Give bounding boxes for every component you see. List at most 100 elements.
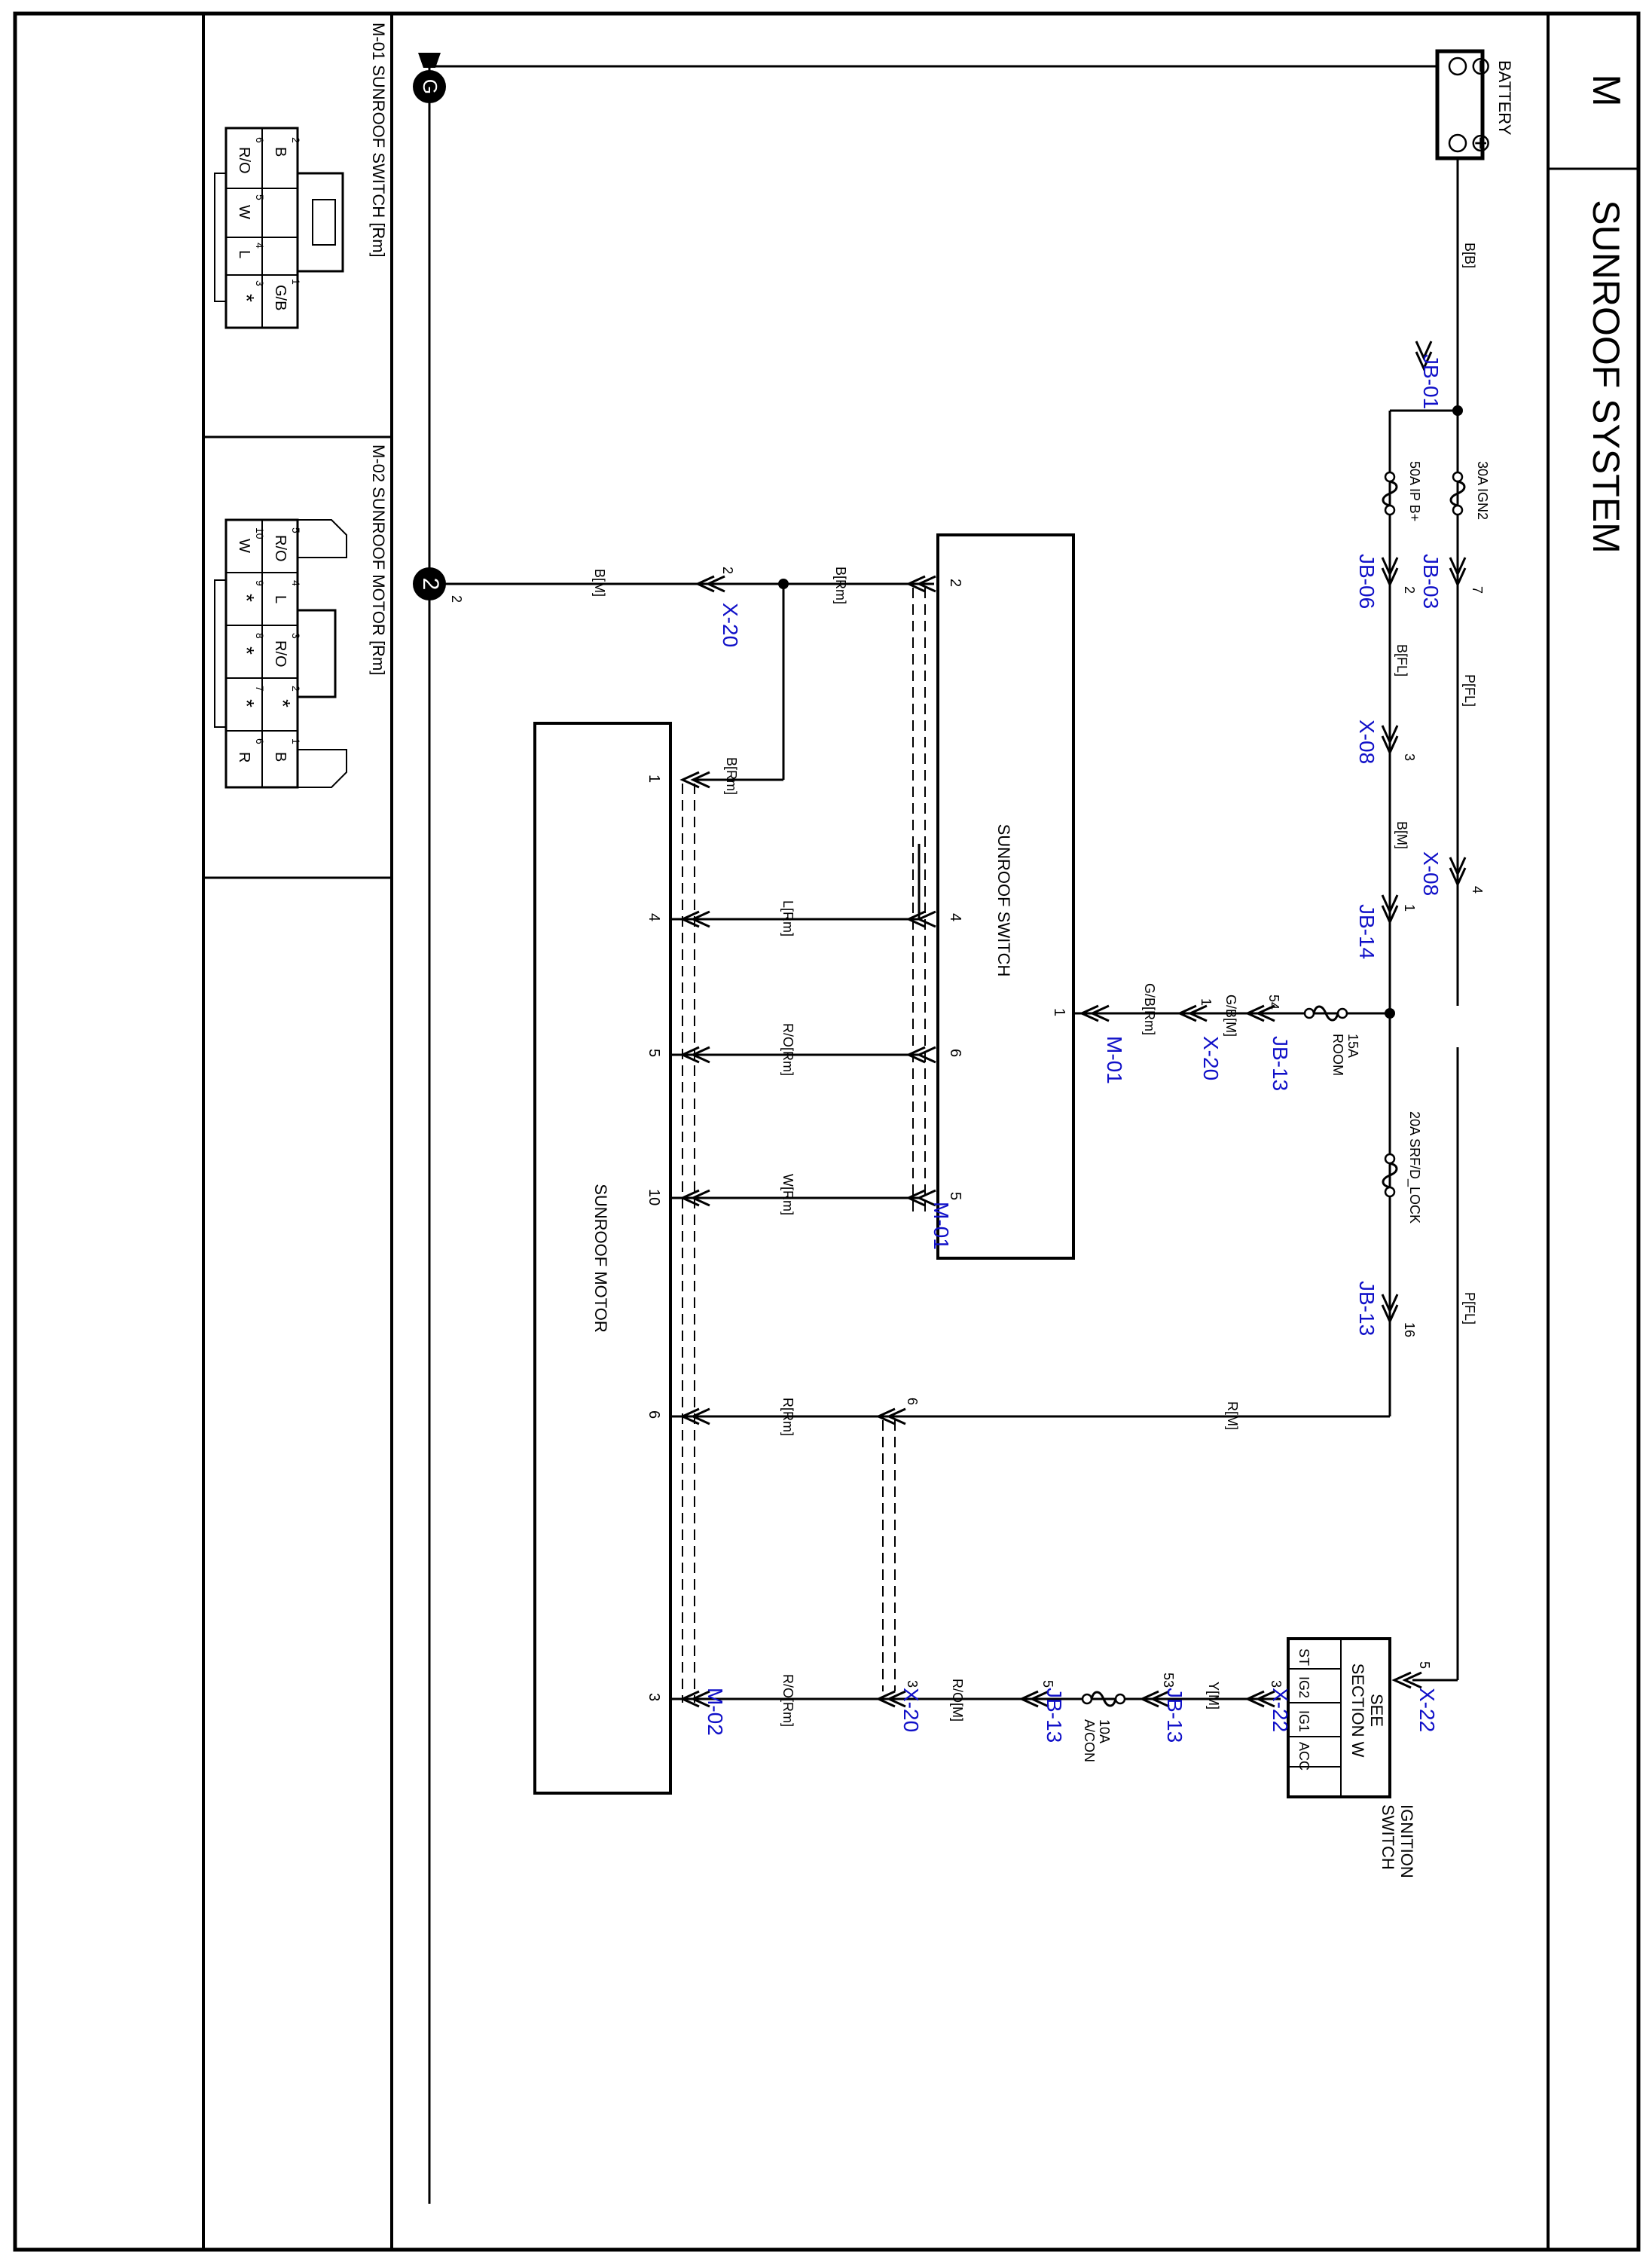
m02-cell-4-wire: L	[272, 595, 289, 603]
sunroof-switch-label: SUNROOF SWITCH	[994, 824, 1013, 977]
motor-pin-4: 4	[646, 913, 662, 921]
fuse-room-name: ROOM	[1330, 1034, 1345, 1076]
wire-rorm-5: R/O[Rm]	[780, 1023, 795, 1076]
ignition-pos-acc: ACC	[1296, 1742, 1312, 1771]
page-title: SUNROOF SYSTEM	[1585, 200, 1627, 553]
conn-jb06: JB-06	[1355, 554, 1379, 609]
motor-pin-1: 1	[646, 775, 662, 783]
battery-pos-icon: ⊕	[1467, 133, 1495, 154]
conn-x08a: X-08	[1355, 720, 1379, 764]
m02-cell-2-num: 2	[290, 686, 302, 692]
m01-cell-4-num: 4	[254, 243, 266, 249]
pin-x20c: 3	[905, 1680, 920, 1688]
pin-x08b: 4	[1470, 886, 1485, 894]
ground-symbol-icon: G	[419, 79, 441, 94]
sheet-frame	[13, 11, 1641, 2252]
conn-jb13d: JB-13	[1043, 1688, 1066, 1743]
ignition-see-line2: SECTION W	[1348, 1664, 1367, 1758]
connector-labels: JB-01 JB-03 JB-06 X-08 X-08 JB-14 JB-13 …	[704, 354, 1443, 1743]
wire-gbm: G/B[M]	[1223, 995, 1238, 1037]
wire-ym: Y[M]	[1206, 1682, 1221, 1709]
conn-jb01: JB-01	[1419, 354, 1443, 409]
conn-x20c: X-20	[899, 1688, 923, 1732]
switch-pins: 2 4 6 5 1	[947, 579, 1067, 1200]
ground-2-pin: 2	[449, 595, 464, 603]
sunroof-motor-box: SUNROOF MOTOR	[533, 722, 672, 1795]
motor-pin-6: 6	[646, 1410, 662, 1419]
m02-cell-1-wire: B	[272, 752, 289, 762]
conn-x22a: X-22	[1415, 1688, 1439, 1732]
wire-bfl: B[FL]	[1394, 644, 1409, 677]
junctions	[778, 405, 1463, 1019]
pin-jb03: 7	[1470, 586, 1485, 594]
wire-rom: R/O[M]	[950, 1679, 965, 1722]
m01-cell-2-wire: B	[272, 147, 289, 157]
m01-cell-5-num: 5	[254, 194, 266, 200]
pin-x22b: 3	[1269, 1680, 1284, 1688]
wire-rorm-3: R/O[Rm]	[780, 1674, 795, 1727]
wire-labels: B[B] P[FL] B[FL] B[M] G/B[M] G/B[Rm] P[F…	[592, 243, 1477, 1727]
pin-jb13a: 54	[1266, 995, 1281, 1010]
pin-x22a: 5	[1417, 1661, 1432, 1669]
wire-bm-gnd: B[M]	[592, 569, 607, 597]
wire-pfl-mid: P[FL]	[1462, 1292, 1477, 1325]
motor-pin-10: 10	[646, 1189, 662, 1205]
m01-cell-2-num: 2	[290, 137, 302, 143]
conn-x22b: X-22	[1269, 1688, 1292, 1732]
battery-neg-icon: ⊖	[1467, 56, 1495, 78]
battery-label: BATTERY	[1495, 60, 1514, 136]
fuse-acon-name: A/CON	[1082, 1719, 1097, 1762]
conn-x20a: X-20	[1199, 1036, 1223, 1080]
m02-cell-9-num: 9	[254, 580, 266, 586]
wire-bb: B[B]	[1462, 243, 1477, 268]
ground-main: G	[413, 53, 446, 103]
m01-cell-4-wire: L	[236, 250, 252, 258]
m02-cell-9-wire: *	[235, 594, 258, 602]
connector-view-m02: M-02 SUNROOF MOTOR [Rm] 5 R/O 4 L 3 R/O …	[214, 445, 388, 789]
m02-cell-1-num: 1	[290, 738, 302, 744]
ignition-switch-box: ST IG2 IG1 ACC SEE SECTION W IGNITION SW…	[1287, 1637, 1416, 1878]
m02-cell-5-num: 5	[290, 527, 302, 533]
m02-cell-4-num: 4	[290, 580, 302, 586]
wire-rm-mid: R[M]	[1225, 1401, 1240, 1430]
wire-gbrm: G/B[Rm]	[1142, 983, 1157, 1035]
conn-x08b: X-08	[1419, 851, 1443, 896]
m02-cell-7-num: 7	[254, 686, 266, 692]
switch-pin-2: 2	[947, 579, 963, 587]
m01-cell-6-num: 6	[254, 137, 266, 143]
m01-cell-5-wire: W	[236, 205, 252, 219]
m02-cell-5-wire: R/O	[272, 535, 289, 562]
m02-cell-3-wire: R/O	[272, 640, 289, 668]
wire-bm-top: B[M]	[1394, 821, 1409, 849]
ignition-pos-st: ST	[1296, 1648, 1312, 1666]
m02-cell-8-num: 8	[254, 633, 266, 639]
ground-2-number: 2	[418, 578, 443, 591]
section-letter: M	[1584, 74, 1628, 106]
ignition-label-line1: IGNITION	[1397, 1804, 1416, 1878]
fuse-acon-amp: 10A	[1097, 1719, 1112, 1743]
ignition-label-line2: SWITCH	[1379, 1804, 1397, 1870]
fuse-labels: 30A IGN2 50A IP B+ 15A ROOM 20A SRF/D_LO…	[1082, 461, 1490, 1762]
m01-cell-6-wire: R/O	[236, 147, 252, 174]
conn-jb13b: JB-13	[1355, 1281, 1379, 1336]
pin-jb13c: 53	[1161, 1673, 1176, 1688]
connector-pin-numbers: 7 2 3 4 1 54 1 16 2 5 3 53 5 3 6	[720, 567, 1485, 1688]
conn-jb03: JB-03	[1419, 554, 1443, 609]
m02-cell-10-num: 10	[254, 527, 266, 539]
fuse-srf-label: 20A SRF/D_LOCK	[1406, 1111, 1422, 1224]
pin-jb13b: 16	[1402, 1322, 1417, 1337]
switch-pin-6: 6	[947, 1049, 963, 1057]
m02-cell-7-wire: *	[235, 699, 258, 707]
switch-pin-1: 1	[1051, 1008, 1067, 1016]
pin-x08a: 3	[1402, 753, 1417, 761]
conn-jb14: JB-14	[1355, 904, 1379, 959]
m02-cell-10-wire: W	[236, 539, 252, 553]
connector-view-m01: M-01 SUNROOF SWITCH [Rm] 2 B 1 G/B 6 R/O…	[214, 23, 388, 329]
pin-x20a: 1	[1199, 998, 1214, 1006]
wires	[428, 65, 1459, 2204]
shield-lines	[682, 588, 926, 1703]
wire-brm-sw: B[Rm]	[833, 567, 848, 604]
conn-m02: M-02	[704, 1688, 727, 1736]
m02-cell-8-wire: *	[235, 646, 258, 655]
